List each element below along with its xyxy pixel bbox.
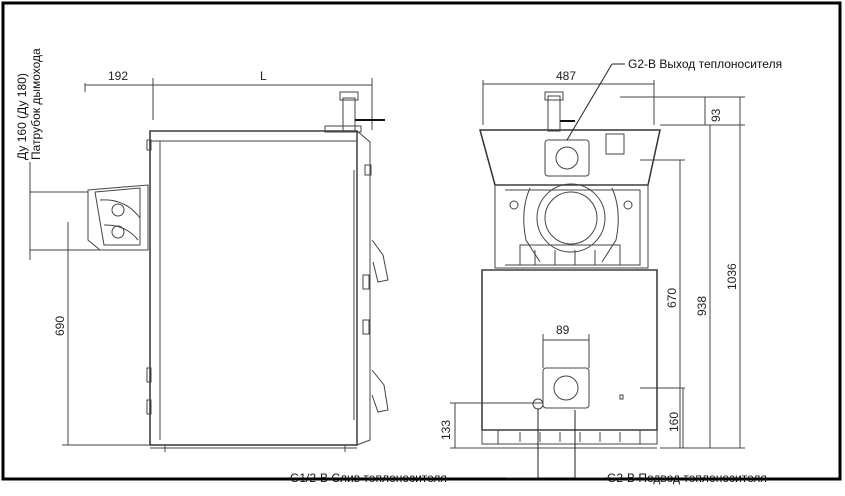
label-outlet: G2-B Выход теплоносителя <box>628 57 782 71</box>
label-drain: G1/2-B Слив теплоносителя <box>290 471 447 485</box>
dim-89: 89 <box>556 323 570 337</box>
dim-1036: 1036 <box>725 263 739 290</box>
dim-160: 160 <box>667 412 681 432</box>
side-view <box>29 78 389 452</box>
label-inlet: G2-B Подвод теплоносителя <box>607 471 767 485</box>
dim-133: 133 <box>439 420 453 440</box>
label-chimney-pipe: Патрубок дымохода <box>29 48 43 160</box>
drawing-border <box>1 1 842 481</box>
leader-lines <box>506 63 625 479</box>
dim-690: 690 <box>53 316 67 336</box>
dim-192: 192 <box>108 69 128 83</box>
dim-938: 938 <box>695 296 709 316</box>
dim-93: 93 <box>709 108 723 122</box>
dim-487: 487 <box>556 69 576 83</box>
front-view <box>450 80 745 449</box>
dim-670: 670 <box>665 288 679 308</box>
label-chimney-diameter: Ду 160 (Ду 180) <box>15 73 29 160</box>
dim-L: L <box>260 69 267 83</box>
